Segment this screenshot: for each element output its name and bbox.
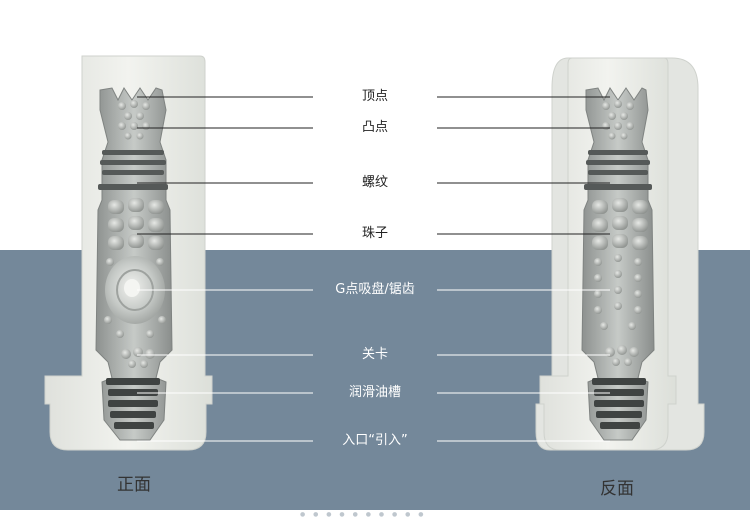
back-lube-grooves [592,378,646,429]
label-beads: 珠子 [361,226,389,241]
leader-lines-right [437,96,610,442]
front-sleeve [44,55,213,451]
back-sleeve [535,57,705,451]
back-top-bumps [602,100,634,140]
front-top-bumps [118,100,150,140]
back-ribs [584,150,652,190]
front-beads [108,198,164,250]
front-lube-grooves [106,378,160,429]
label-entrance: 入口“引入” [342,433,408,448]
bottom-stripe [0,510,750,517]
bottom-dots: ● ● ● ● ● ● ● ● ● ● [300,511,427,518]
label-lube-groove: 润滑油槽 [348,385,402,400]
front-ribs [98,150,168,190]
label-peak: 顶点 [361,89,389,104]
label-thread: 螺纹 [361,175,389,190]
caption-front: 正面 [117,475,151,495]
back-beads [592,198,648,250]
front-suction-cup [104,256,166,338]
caption-back: 反面 [600,479,634,499]
label-bumps: 凸点 [361,120,389,135]
leader-lines-left [137,96,313,442]
label-gspot: G点吸盘/锯齿 [335,282,415,297]
back-sawtooth-bumps [594,254,642,330]
label-checkpoint: 关卡 [361,347,389,362]
